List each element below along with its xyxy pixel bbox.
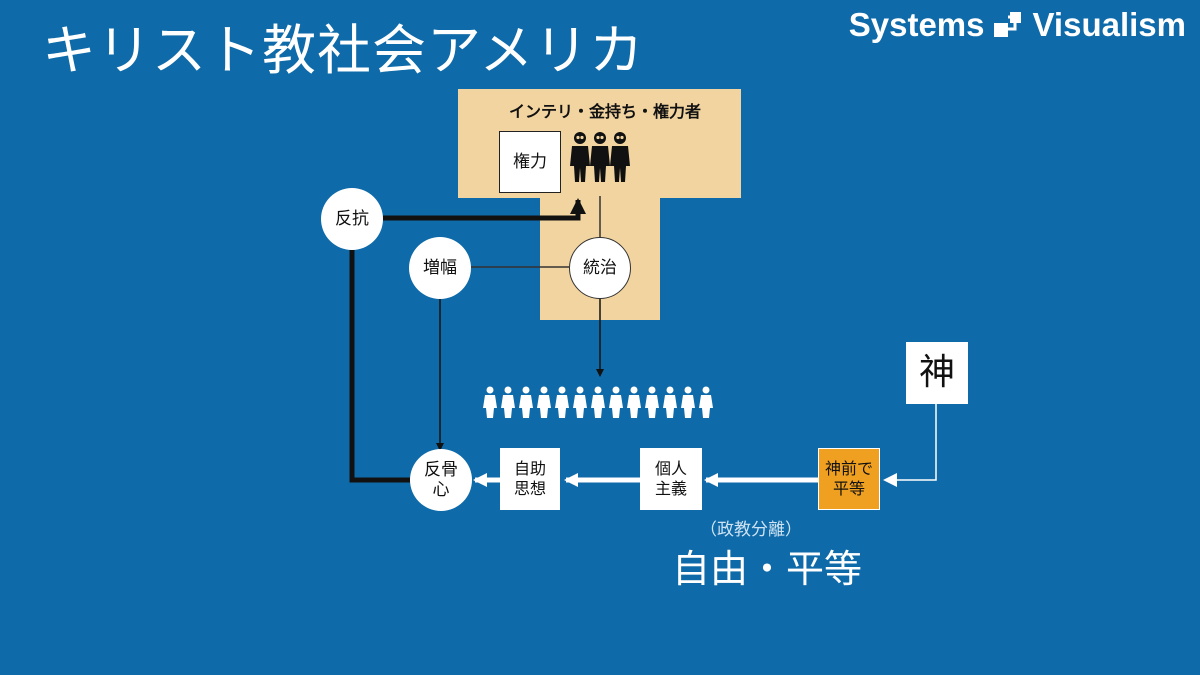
zoufuku-node: 増幅 [409, 237, 471, 299]
shinzen-box: 神前で 平等 [818, 448, 880, 510]
systems-visualism-logo-icon [993, 12, 1021, 37]
brand-logo: Systems Visualism [849, 6, 1186, 44]
hankou-node: 反抗 [321, 188, 383, 250]
power-box: 権力 [499, 131, 561, 193]
brand-right: Visualism [1032, 6, 1186, 43]
elite-label: インテリ・金持ち・権力者 [508, 102, 701, 121]
hankou-to-elite-arrow [383, 198, 586, 221]
people-crowd-icon [483, 386, 713, 418]
hankotsu-node: 反骨 心 [410, 449, 472, 511]
touchi-node: 統治 [569, 237, 631, 299]
jijo-box: 自助 思想 [500, 448, 560, 510]
kami-to-shinzen-arrow [883, 404, 937, 487]
kami-box: 神 [906, 342, 968, 404]
separation-caption: （政教分離） [700, 520, 802, 540]
freedom-caption: 自由・平等 [672, 547, 863, 591]
hankotsu-to-hankou-loop [349, 250, 410, 483]
brand-left: Systems [848, 6, 985, 43]
kojin-box: 個人 主義 [640, 448, 702, 510]
page-title: キリスト教社会アメリカ [42, 19, 645, 82]
